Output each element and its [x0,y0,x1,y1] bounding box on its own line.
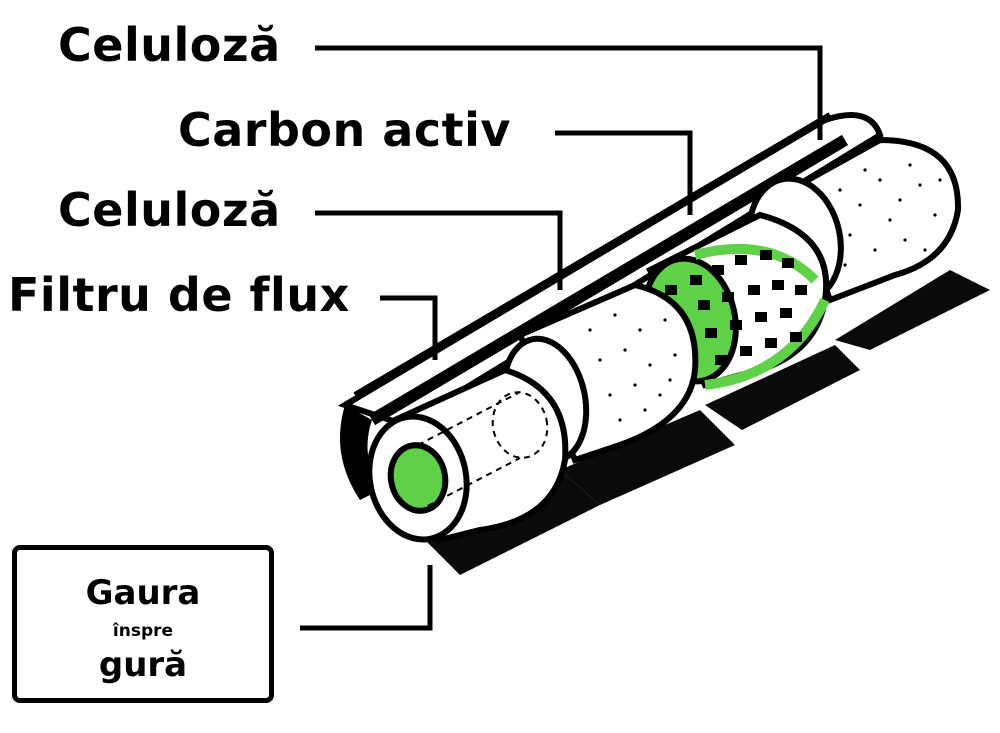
leader-mouth-hole [300,565,433,631]
leader-carbon [555,130,693,215]
flow-filter-segment [366,366,569,544]
label-activated-carbon: Carbon activ [178,103,511,157]
leader-flow-filter [380,295,438,360]
label-cellulose-middle: Celuloză [58,183,281,237]
mouth-hole-line2: înspre [112,621,174,641]
mouth-hole-line3: gură [98,645,188,685]
mouth-hole-callout: Gaura înspre gură [12,545,274,703]
label-cellulose-top: Celuloză [58,18,281,72]
leader-cellulose-middle [315,210,563,290]
mouth-hole-line1: Gaura [85,573,201,613]
label-flow-filter: Filtru de flux [8,268,350,322]
leader-cellulose-top [315,45,823,140]
leader-lines [300,45,823,631]
